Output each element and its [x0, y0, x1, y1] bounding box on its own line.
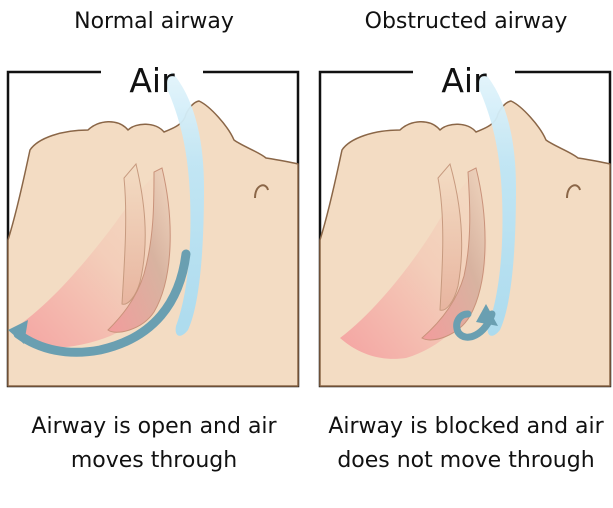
- panel-title: Normal airway: [4, 7, 304, 37]
- normal-airway-illustration: Air: [4, 68, 304, 390]
- panel-title: Obstructed airway: [316, 7, 613, 37]
- obstructed-airway-panel: Obstructed airway Air Airway is blocked …: [316, 0, 613, 508]
- air-label: Air: [441, 61, 487, 100]
- air-label: Air: [129, 61, 175, 100]
- obstructed-airway-illustration: Air: [316, 68, 613, 390]
- panel-caption: Airway is open and air moves through: [4, 410, 304, 478]
- normal-airway-panel: Normal airway Air Airway is open and air…: [4, 0, 304, 508]
- panel-caption: Airway is blocked and air does not move …: [316, 410, 613, 478]
